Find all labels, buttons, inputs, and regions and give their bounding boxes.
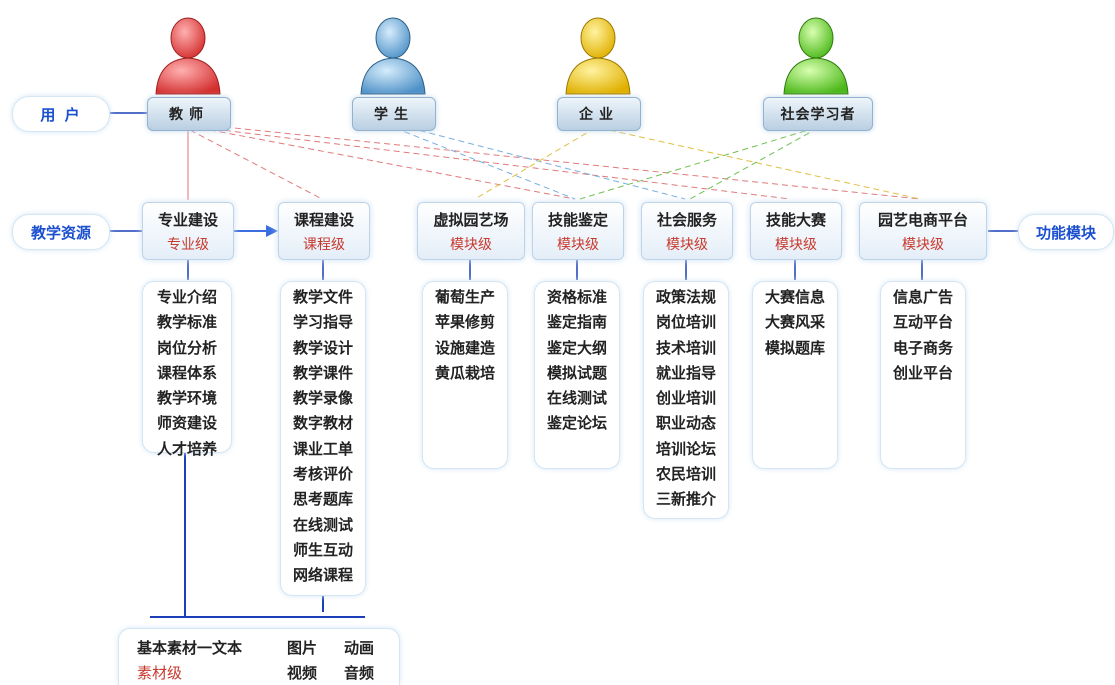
module-title: 虚拟园艺场 xyxy=(433,211,509,229)
module-level: 模块级 xyxy=(775,237,817,253)
list-item[interactable]: 黄瓜栽培 xyxy=(434,363,495,382)
list-item[interactable]: 教学录像 xyxy=(292,389,353,408)
list-item[interactable]: 大赛风采 xyxy=(764,313,825,332)
list-item[interactable]: 岗位培训 xyxy=(655,313,716,332)
competition-items-list: 大赛信息 大赛风采 模拟题库 xyxy=(752,281,838,469)
role-enterprise[interactable]: 企业 xyxy=(557,97,641,131)
list-item[interactable]: 创业平台 xyxy=(892,363,953,382)
list-item[interactable]: 职业动态 xyxy=(655,414,716,433)
list-item[interactable]: 教学课件 xyxy=(292,363,353,382)
list-item[interactable]: 岗位分析 xyxy=(156,338,217,357)
module-virtual-horticulture[interactable]: 虚拟园艺场 模块级 xyxy=(417,202,525,260)
list-item[interactable]: 三新推介 xyxy=(655,490,716,509)
module-level: 模块级 xyxy=(450,237,492,253)
public-learner-user-icon xyxy=(783,17,849,95)
module-course-construction[interactable]: 课程建设 课程级 xyxy=(278,202,370,260)
module-title: 技能大赛 xyxy=(765,211,826,229)
list-item[interactable]: 大赛信息 xyxy=(764,288,825,306)
list-item[interactable]: 教学环境 xyxy=(156,389,217,408)
materials-box: 基本素材一文本 图片 动画 素材级 视频 音频 xyxy=(118,628,400,685)
teaching-resources-label: 教学资源 xyxy=(12,214,110,250)
list-item[interactable]: 葡萄生产 xyxy=(434,288,495,306)
major-items-list: 专业介绍 教学标准 岗位分析 课程体系 教学环境 师资建设 人才培养 xyxy=(142,281,232,458)
module-title: 社会服务 xyxy=(656,211,717,229)
appraisal-items-list: 资格标准 鉴定指南 鉴定大纲 模拟试题 在线测试 鉴定论坛 xyxy=(534,281,620,469)
list-item[interactable]: 网络课程 xyxy=(292,566,353,585)
enterprise-user-icon xyxy=(565,17,631,95)
list-item[interactable]: 就业指导 xyxy=(655,363,716,382)
list-item[interactable]: 在线测试 xyxy=(292,515,353,534)
list-item[interactable]: 专业介绍 xyxy=(156,288,217,306)
virtual-items-list: 葡萄生产 苹果修剪 设施建造 黄瓜栽培 xyxy=(422,281,508,469)
list-item[interactable]: 师生互动 xyxy=(292,540,353,559)
users-label: 用 户 xyxy=(12,96,110,132)
module-skill-competition[interactable]: 技能大赛 模块级 xyxy=(750,202,842,260)
material-text[interactable]: 基本素材一文本 xyxy=(137,639,243,657)
list-item[interactable]: 培训论坛 xyxy=(655,439,716,458)
module-title: 专业建设 xyxy=(157,211,218,229)
list-item[interactable]: 数字教材 xyxy=(292,414,353,433)
teacher-user-icon xyxy=(155,17,221,95)
list-item[interactable]: 师资建设 xyxy=(156,414,217,433)
list-item[interactable]: 互动平台 xyxy=(892,313,953,332)
material-animation[interactable]: 动画 xyxy=(344,639,375,657)
list-item[interactable]: 教学标准 xyxy=(156,313,217,332)
module-level: 模块级 xyxy=(666,237,708,253)
student-user-icon xyxy=(360,17,426,95)
list-item[interactable]: 模拟试题 xyxy=(546,363,607,382)
list-item[interactable]: 资格标准 xyxy=(546,288,607,306)
list-item[interactable]: 创业培训 xyxy=(655,389,716,408)
list-item[interactable]: 鉴定大纲 xyxy=(546,338,607,357)
module-level: 课程级 xyxy=(303,237,345,253)
module-ecommerce-platform[interactable]: 园艺电商平台 模块级 xyxy=(859,202,987,260)
module-level: 模块级 xyxy=(557,237,599,253)
module-title: 园艺电商平台 xyxy=(877,211,968,229)
module-title: 课程建设 xyxy=(293,211,354,229)
list-item[interactable]: 课程体系 xyxy=(156,363,217,382)
module-title: 技能鉴定 xyxy=(547,211,608,229)
list-item[interactable]: 农民培训 xyxy=(655,465,716,484)
list-item[interactable]: 电子商务 xyxy=(892,338,953,357)
list-item[interactable]: 教学文件 xyxy=(292,288,353,306)
list-item[interactable]: 信息广告 xyxy=(892,288,953,306)
list-item[interactable]: 学习指导 xyxy=(292,313,353,332)
course-items-list: 教学文件 学习指导 教学设计 教学课件 教学录像 数字教材 课业工单 考核评价 … xyxy=(280,281,366,596)
list-item[interactable]: 设施建造 xyxy=(434,338,495,357)
list-item[interactable]: 课业工单 xyxy=(292,439,353,458)
list-item[interactable]: 思考题库 xyxy=(292,490,353,509)
material-level: 素材级 xyxy=(137,664,183,682)
list-item[interactable]: 人才培养 xyxy=(156,439,217,458)
list-item[interactable]: 鉴定论坛 xyxy=(546,414,607,433)
material-video[interactable]: 视频 xyxy=(287,664,318,682)
list-item[interactable]: 苹果修剪 xyxy=(434,313,495,332)
ecommerce-items-list: 信息广告 互动平台 电子商务 创业平台 xyxy=(880,281,966,469)
list-item[interactable]: 鉴定指南 xyxy=(546,313,607,332)
list-item[interactable]: 政策法规 xyxy=(655,288,716,306)
role-public-learner[interactable]: 社会学习者 xyxy=(763,97,873,131)
material-audio[interactable]: 音频 xyxy=(344,664,375,682)
module-social-service[interactable]: 社会服务 模块级 xyxy=(641,202,733,260)
material-image[interactable]: 图片 xyxy=(287,639,318,657)
module-major-construction[interactable]: 专业建设 专业级 xyxy=(142,202,234,260)
list-item[interactable]: 模拟题库 xyxy=(764,338,825,357)
list-item[interactable]: 考核评价 xyxy=(292,465,353,484)
module-skill-appraisal[interactable]: 技能鉴定 模块级 xyxy=(532,202,624,260)
list-item[interactable]: 教学设计 xyxy=(292,338,353,357)
role-student[interactable]: 学生 xyxy=(352,97,436,131)
module-level: 专业级 xyxy=(167,237,209,253)
function-modules-label: 功能模块 xyxy=(1018,214,1114,250)
service-items-list: 政策法规 岗位培训 技术培训 就业指导 创业培训 职业动态 培训论坛 农民培训 … xyxy=(643,281,729,519)
list-item[interactable]: 在线测试 xyxy=(546,389,607,408)
list-item[interactable]: 技术培训 xyxy=(655,338,716,357)
role-teacher[interactable]: 教师 xyxy=(147,97,231,131)
module-level: 模块级 xyxy=(902,237,944,253)
